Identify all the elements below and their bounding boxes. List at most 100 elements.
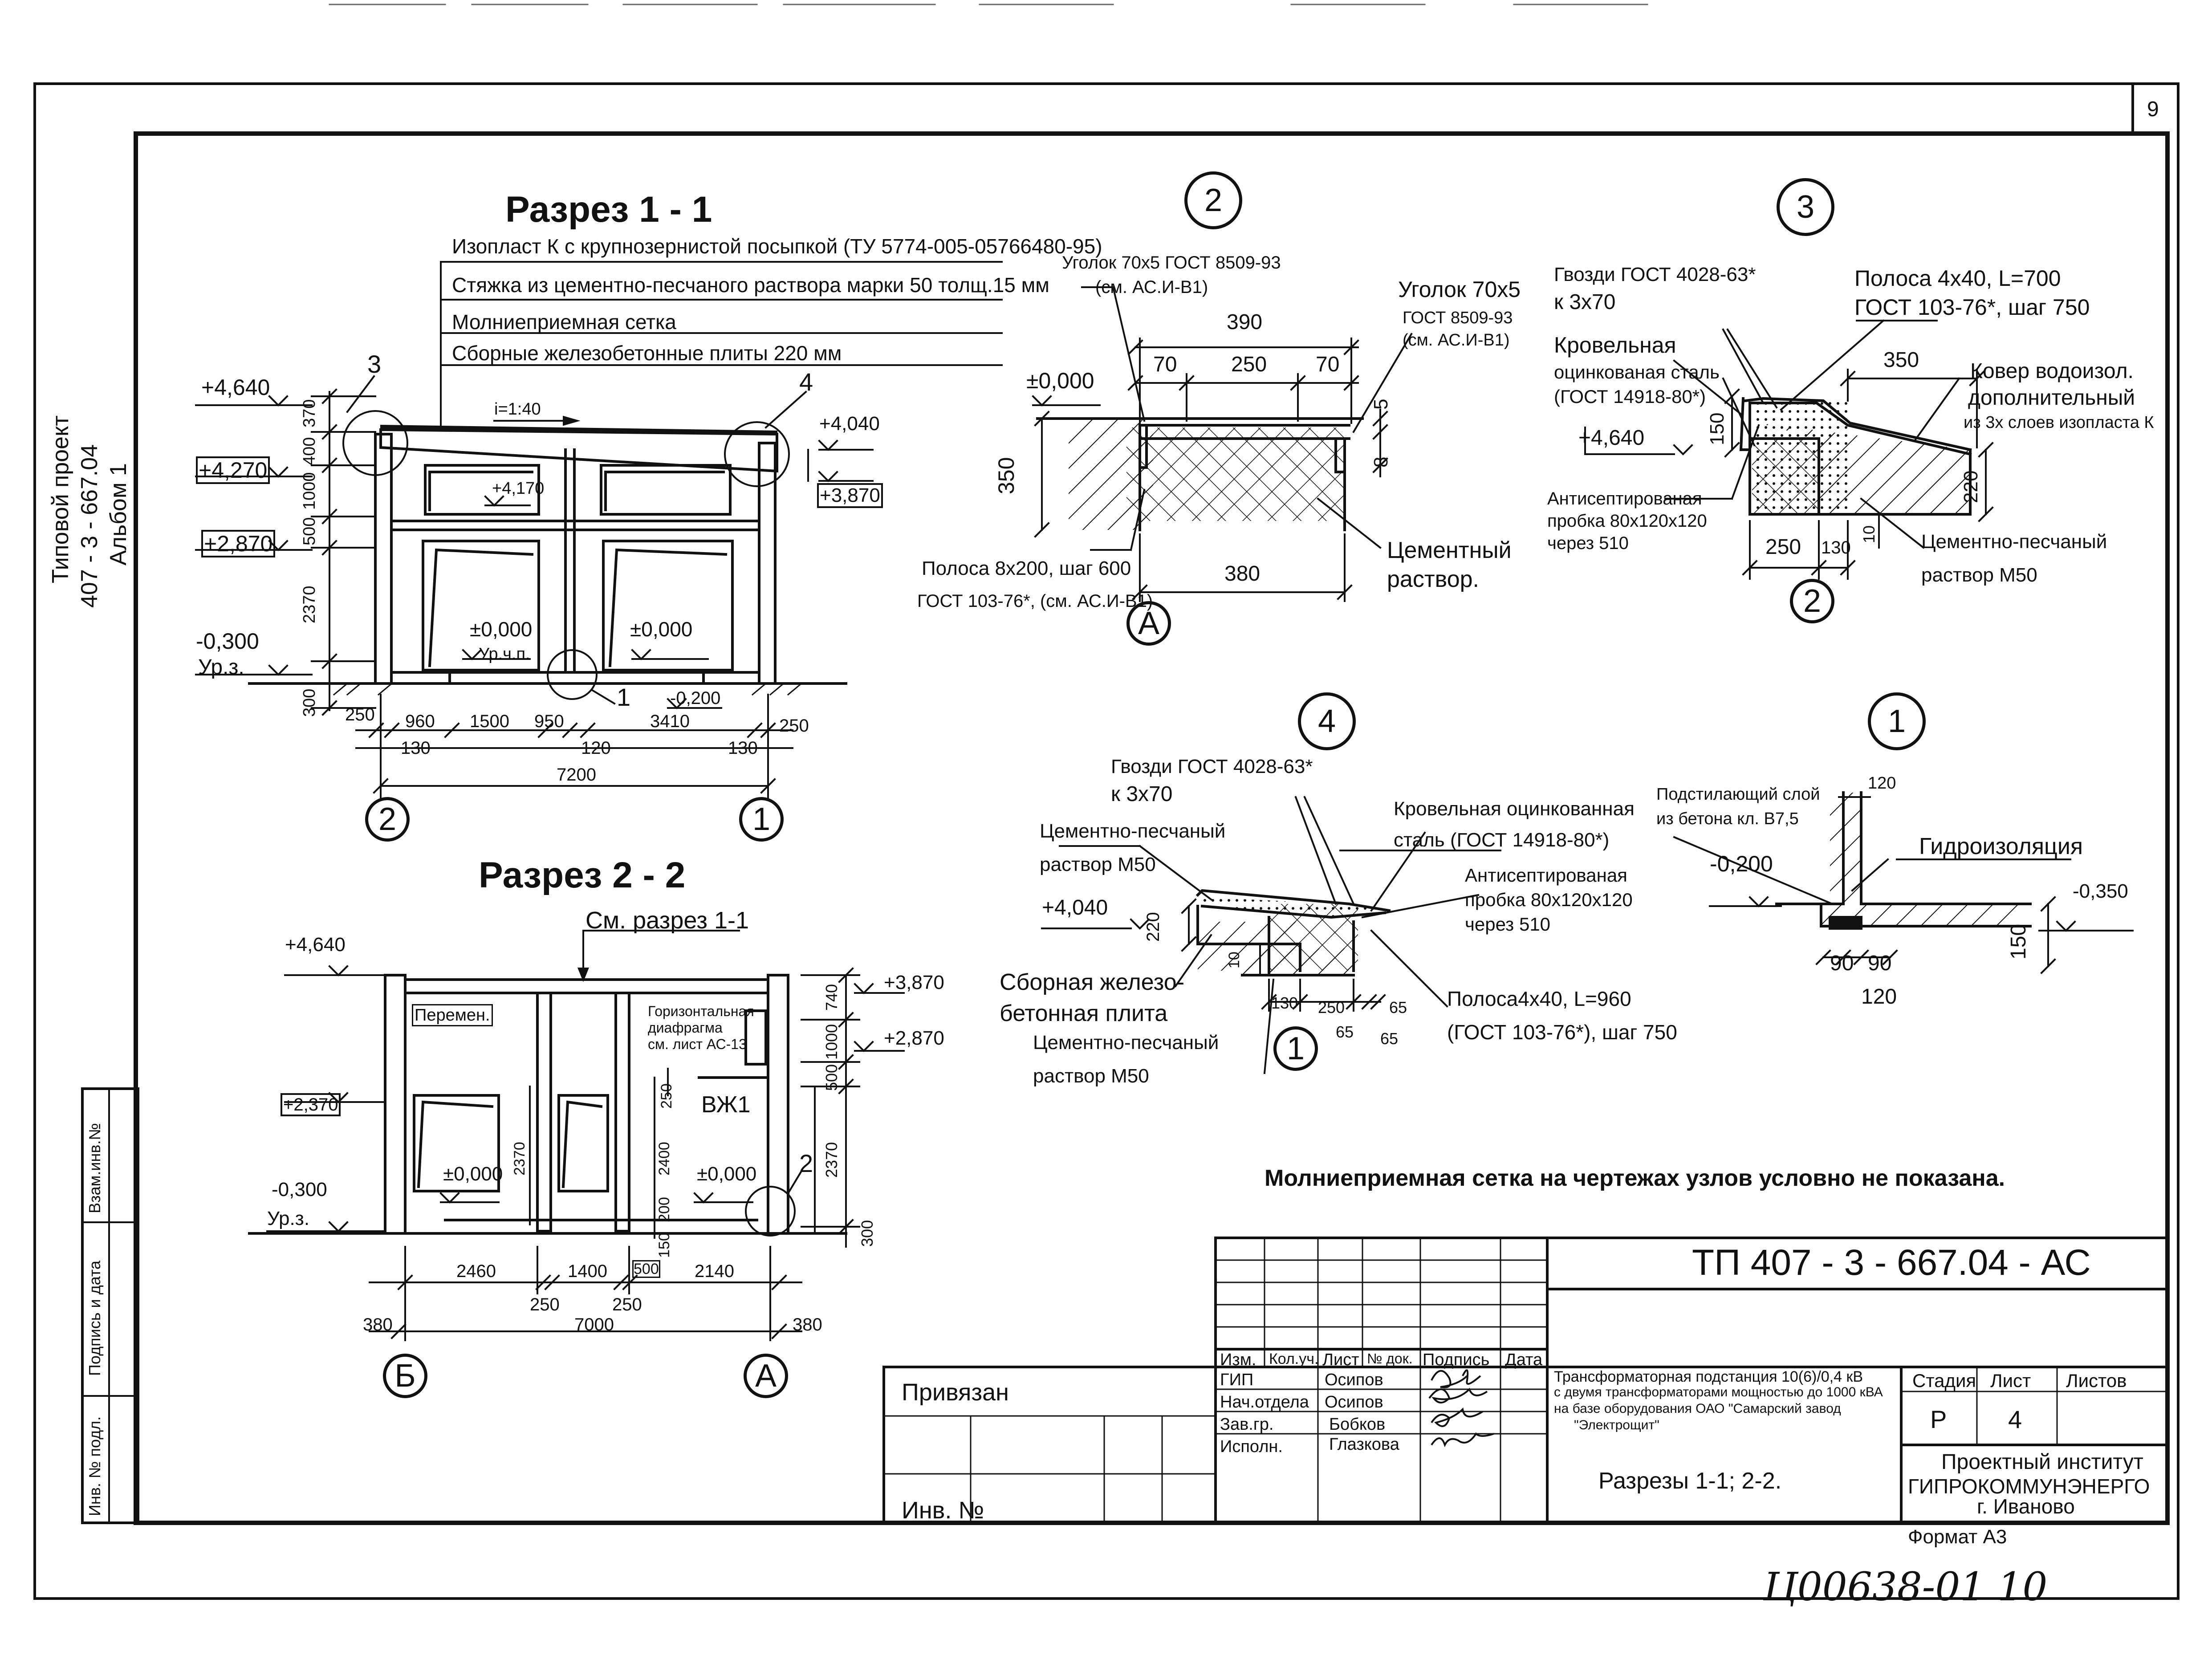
hdim-960: 960 [405,712,435,731]
s22-hdim-380-left: 380 [363,1315,393,1334]
level-zero-right: ±0,000 [630,618,693,641]
n4-dim-65-a: 65 [1336,1023,1354,1041]
n2-dim-5: 5 [1370,399,1392,410]
tb-list-value: 4 [2008,1405,2022,1433]
node-ref-4: 4 [799,368,813,396]
n1-label-waterproofing: Гидроизоляция [1919,834,2083,859]
n4-label-mortar-bottom: раствор М50 [1033,1065,1149,1087]
level-3870: +3,870 [817,483,883,508]
hdim-250-right: 250 [779,716,809,736]
tb-header-izm: Изм. [1220,1351,1256,1369]
level-minus-0300: -0,300 [196,629,259,654]
n4-label-slab-1: Сборная железо- [1000,969,1185,995]
level-4170: +4,170 [492,479,545,498]
level-4640: +4,640 [201,375,270,400]
n3-label-plug-step: через 510 [1547,533,1629,553]
n3-label-plug-size: пробка 80х120х120 [1547,511,1707,531]
axis-1-label: 1 [752,801,771,837]
tb-name-4: Глазкова [1329,1435,1399,1454]
n2-dim-350: 350 [994,457,1019,494]
n2-label-mortar: раствор. [1387,566,1479,592]
tb-description-4: "Электрощит" [1574,1418,1659,1432]
s22-hdim-500: 500 [632,1260,660,1278]
n4-axis-marker: 1 [1273,1026,1318,1071]
tb-name-2: Осипов [1325,1393,1383,1412]
n2-dim-250: 250 [1231,353,1267,376]
n3-dim-130: 130 [1821,538,1851,557]
node-ref-3: 3 [367,350,382,378]
s22-level-2370: +2,370 [281,1093,341,1116]
s22-vdim-1000: 1000 [822,1024,841,1060]
tb-sheet-title: Разрезы 1-1; 2-2. [1598,1468,1782,1494]
tb-description-3: на базе оборудования ОАО "Самарский заво… [1554,1401,1841,1416]
n3-dim-220: 220 [1960,470,1982,503]
n1-label-concrete: из бетона кл. В7,5 [1656,810,1799,828]
tb-role-head: Нач.отдела [1220,1393,1309,1412]
s22-level-4640: +4,640 [285,934,346,956]
n4-dim-65-b: 65 [1380,1029,1399,1048]
s22-hdim-1400: 1400 [568,1261,607,1281]
s22-vdim-740: 740 [822,984,841,1011]
level-minus-0200: -0,200 [670,688,721,708]
axis-a-marker: А [744,1354,788,1398]
n4-label-strip-gost: (ГОСТ 103-76*), шаг 750 [1447,1021,1677,1044]
s22-level-zero-right: ±0,000 [697,1163,757,1185]
n2-axis-label: А [1138,606,1160,641]
n3-label-carpet: Ковер водоизол. [1970,359,2134,383]
n4-dim-130: 130 [1271,994,1298,1012]
axis-2-label: 2 [378,801,397,837]
diaphragm-note-2: диафрагма [648,1020,723,1036]
hdim-1500: 1500 [470,712,509,731]
level-4040: +4,040 [819,413,880,435]
tb-name-3: Бобков [1329,1415,1386,1434]
n3-label-layers: из 3х слоев изопласта К [1964,413,2154,432]
n2-label-strip: Полоса 8х200, шаг 600 [922,557,1131,579]
n3-label-steel: оцинкованая сталь [1554,362,1720,382]
tb-stage-header: Стадия [1912,1370,1976,1391]
axis-a-label: А [755,1358,777,1394]
slope-label: i=1:40 [494,400,541,419]
level-zero-left: ±0,000 [470,618,533,641]
layer-2: Стяжка из цементно-песчаного раствора ма… [452,273,1049,297]
n2-label-angle-right: Уголок 70х5 [1398,277,1521,302]
sheet-format: Формат А3 [1908,1526,2007,1548]
n4-label-nails: Гвозди ГОСТ 4028-63* [1111,756,1313,777]
vdim-1000: 1000 [300,472,319,510]
stamp-signature-date: Подпись и дата [85,1261,104,1376]
floor-level-label: Ур.ч.п. [479,645,530,663]
side-stamp-line-3: Альбом 1 [106,463,131,565]
vdim-500: 500 [300,517,319,545]
n3-label-additional: дополнительный [1968,386,2135,410]
n4-label-cement-top: Цементно-песчаный [1040,820,1226,842]
s22-level-minus-0300: -0,300 [272,1179,327,1200]
tb-description-1: Трансформаторная подстанция 10(6)/0,4 кВ [1554,1368,1863,1385]
section-2-2-title: Разрез 2 - 2 [479,855,686,895]
n4-dim-65-c: 65 [1389,998,1407,1017]
s22-vdim-300: 300 [858,1220,876,1247]
tb-name-1: Осипов [1325,1371,1383,1389]
n4-level-4040: +4,040 [1042,896,1108,919]
tb-org-2: ГИПРОКОММУНЭНЕРГО [1908,1475,2150,1498]
stamp-replace-inv: Взам.инв.№ [85,1123,104,1213]
hdim-120: 120 [581,738,611,758]
n4-label-strip: Полоса4х40, L=960 [1447,987,1631,1010]
page-number: 9 [2147,98,2159,121]
node-2-id: 2 [1204,183,1223,218]
section-1-1-title: Разрез 1 - 1 [505,189,712,230]
vdim-370: 370 [300,399,319,427]
tb-role-gip: ГИП [1220,1371,1254,1389]
n3-label-cement: Цементно-песчаный [1921,531,2107,553]
n3-label-nails-size: к 3х70 [1554,290,1616,314]
tb-header-kol: Кол.уч. [1269,1351,1319,1367]
axis-b-label: Б [394,1358,416,1394]
node-1-id: 1 [1887,704,1906,739]
layer-3: Молниеприемная сетка [452,310,676,334]
tb-org-3: г. Иваново [1977,1495,2075,1518]
layer-4: Сборные железобетонные плиты 220 мм [452,342,842,365]
n1-dim-120-top: 120 [1868,774,1896,793]
beam-vzh1: ВЖ1 [701,1092,751,1118]
hdim-250-left: 250 [345,705,375,724]
n1-label-sublayer: Подстилающий слой [1656,785,1820,804]
n2-label-gost: ГОСТ 8509-93 [1403,309,1513,327]
